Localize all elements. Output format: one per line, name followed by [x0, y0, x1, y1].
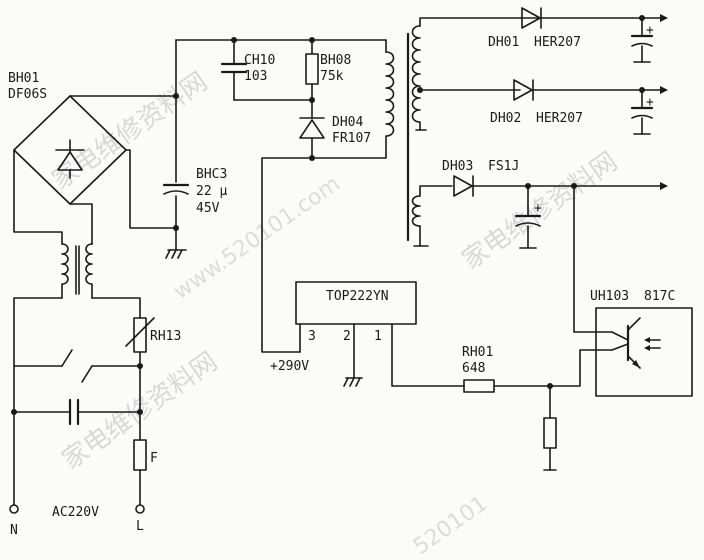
label-uh103: UH103 [590, 289, 629, 304]
label-bh08: BH08 [320, 53, 351, 68]
label-her207-a: HER207 [534, 35, 581, 50]
component-labels: BH01 DF06S CH10 103 BH08 75k DH04 FR107 … [8, 35, 675, 538]
output-3: + [453, 175, 668, 249]
fuse [9, 411, 147, 514]
label-pin2: 2 [343, 329, 351, 344]
label-817c: 817C [644, 289, 675, 304]
output-1: + [519, 7, 668, 63]
optocoupler [595, 307, 693, 397]
label-dh02: DH02 [490, 111, 521, 126]
label-290v: +290V [270, 359, 309, 374]
label-df06s: DF06S [8, 87, 47, 102]
label-dh04: DH04 [332, 115, 363, 130]
label-n: N [10, 523, 18, 538]
bridge-rectifier [13, 95, 177, 245]
watermark-text: 520101 [409, 491, 492, 560]
label-fs1j: FS1J [488, 159, 519, 174]
output-2: + [513, 79, 668, 135]
relay-contact [13, 349, 143, 383]
label-ac220v: AC220V [52, 505, 99, 520]
transformer-primary [261, 39, 395, 353]
label-75k: 75k [320, 69, 344, 84]
label-rh01: RH01 [462, 345, 493, 360]
snubber-network [220, 37, 325, 161]
label-648: 648 [462, 361, 485, 376]
input-choke [13, 243, 141, 413]
svg-text:+: + [646, 95, 654, 110]
bulk-capacitor [162, 39, 190, 259]
top222-chip [295, 281, 465, 387]
label-ch10: CH10 [244, 53, 275, 68]
label-l: L [136, 519, 144, 534]
label-top222yn: TOP222YN [326, 289, 389, 304]
label-her207-b: HER207 [536, 111, 583, 126]
label-bh01: BH01 [8, 71, 39, 86]
svg-text:+: + [646, 23, 654, 38]
label-fr107: FR107 [332, 131, 371, 146]
label-dh01: DH01 [488, 35, 519, 50]
transformer-secondaries [411, 17, 633, 247]
label-dh03: DH03 [442, 159, 473, 174]
label-bhc3: BHC3 [196, 167, 227, 182]
svg-text:+: + [534, 201, 542, 216]
x-capacitor [11, 365, 143, 441]
label-22u: 22 μ [196, 184, 227, 199]
label-pin1: 1 [374, 329, 382, 344]
label-fuse: F [150, 451, 158, 466]
label-103: 103 [244, 69, 267, 84]
thermistor [125, 317, 155, 367]
label-rh13: RH13 [150, 329, 181, 344]
label-pin3: 3 [308, 329, 316, 344]
label-45v: 45V [196, 201, 220, 216]
